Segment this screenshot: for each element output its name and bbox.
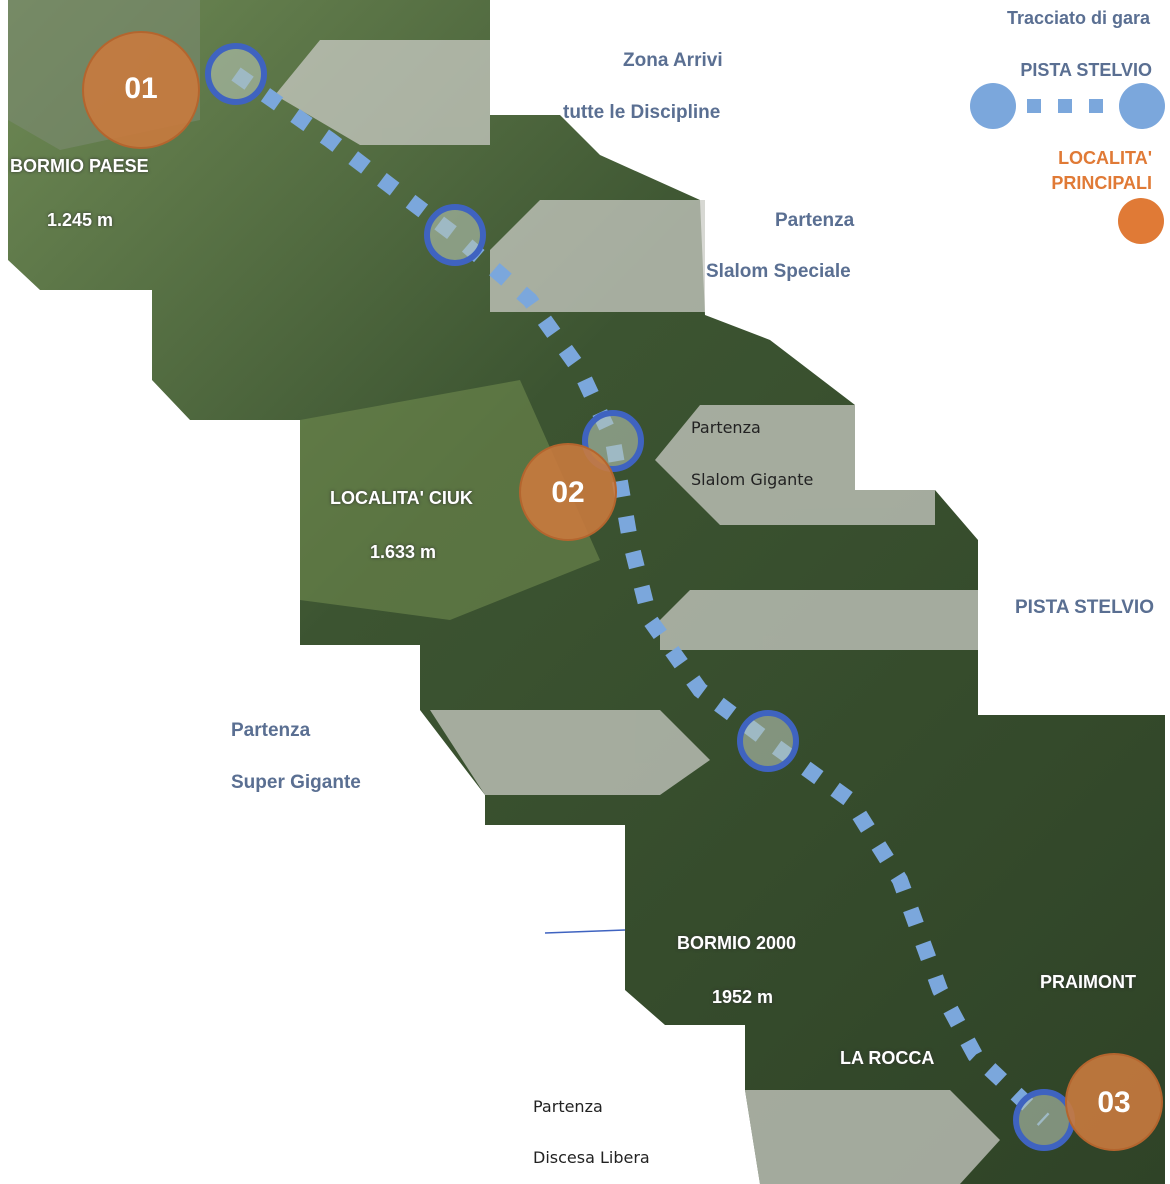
place-number-01: 01: [124, 72, 158, 105]
label-pista-stelvio: PISTA STELVIO: [1015, 597, 1154, 618]
label-tutte-discipline: tutte le Discipline: [563, 102, 721, 123]
legend-title: Tracciato di gara: [1006, 8, 1150, 28]
meadow-ciuk: [300, 380, 600, 620]
slalom-gigante-overlay: [655, 405, 935, 525]
legend-graphic: [970, 83, 1165, 244]
discesa-libera-overlay: [745, 1090, 1000, 1184]
place-number-03: 03: [1097, 1086, 1131, 1119]
place-name-praimont: PRAIMONT: [1040, 972, 1136, 992]
place-name-bormio-paese: BORMIO PAESE: [10, 156, 149, 176]
legend-route-start-icon: [970, 83, 1016, 129]
super-gigante-overlay: [430, 710, 710, 795]
aerial-photo: [8, 0, 1165, 1184]
zone-arrivi-overlay: [275, 40, 490, 145]
pista-stelvio-overlay: [660, 590, 978, 650]
legend-places-line2: PRINCIPALI: [1051, 173, 1152, 193]
label-partenza-gs: Partenza: [691, 418, 761, 437]
label-partenza-sl: Partenza: [775, 210, 855, 231]
legend-route-end-icon: [1119, 83, 1165, 129]
place-name-la-rocca: LA ROCCA: [840, 1048, 935, 1068]
label-discesa-libera: Discesa Libera: [533, 1148, 650, 1167]
slalom-speciale-overlay: [490, 200, 705, 312]
place-name-bormio-2000: BORMIO 2000: [677, 933, 797, 953]
label-slalom-speciale: Slalom Speciale: [706, 261, 851, 282]
place-name-ciuk: LOCALITA' CIUK: [330, 488, 473, 508]
route-waypoints: [205, 43, 1075, 1151]
legend-route-name: PISTA STELVIO: [1020, 60, 1152, 80]
label-partenza-sg: Partenza: [231, 720, 311, 741]
place-altitude-bormio-paese: 1.245 m: [47, 210, 114, 230]
pointer-line: [544, 929, 626, 934]
start-zone-overlays: [275, 40, 1000, 1184]
label-super-gigante: Super Gigante: [231, 772, 361, 793]
place-altitude-bormio-2000: 1952 m: [712, 987, 774, 1007]
label-partenza-dh: Partenza: [533, 1097, 603, 1116]
place-altitude-ciuk: 1.633 m: [370, 542, 437, 562]
place-number-02: 02: [551, 476, 585, 509]
label-zona-arrivi: Zona Arrivi: [623, 50, 723, 71]
legend-places-line1: LOCALITA': [1058, 148, 1152, 168]
label-slalom-gigante: Slalom Gigante: [691, 470, 814, 489]
place-markers: [82, 31, 1163, 1151]
legend-place-icon: [1118, 198, 1164, 244]
route-pista-stelvio: [231, 67, 1050, 1126]
